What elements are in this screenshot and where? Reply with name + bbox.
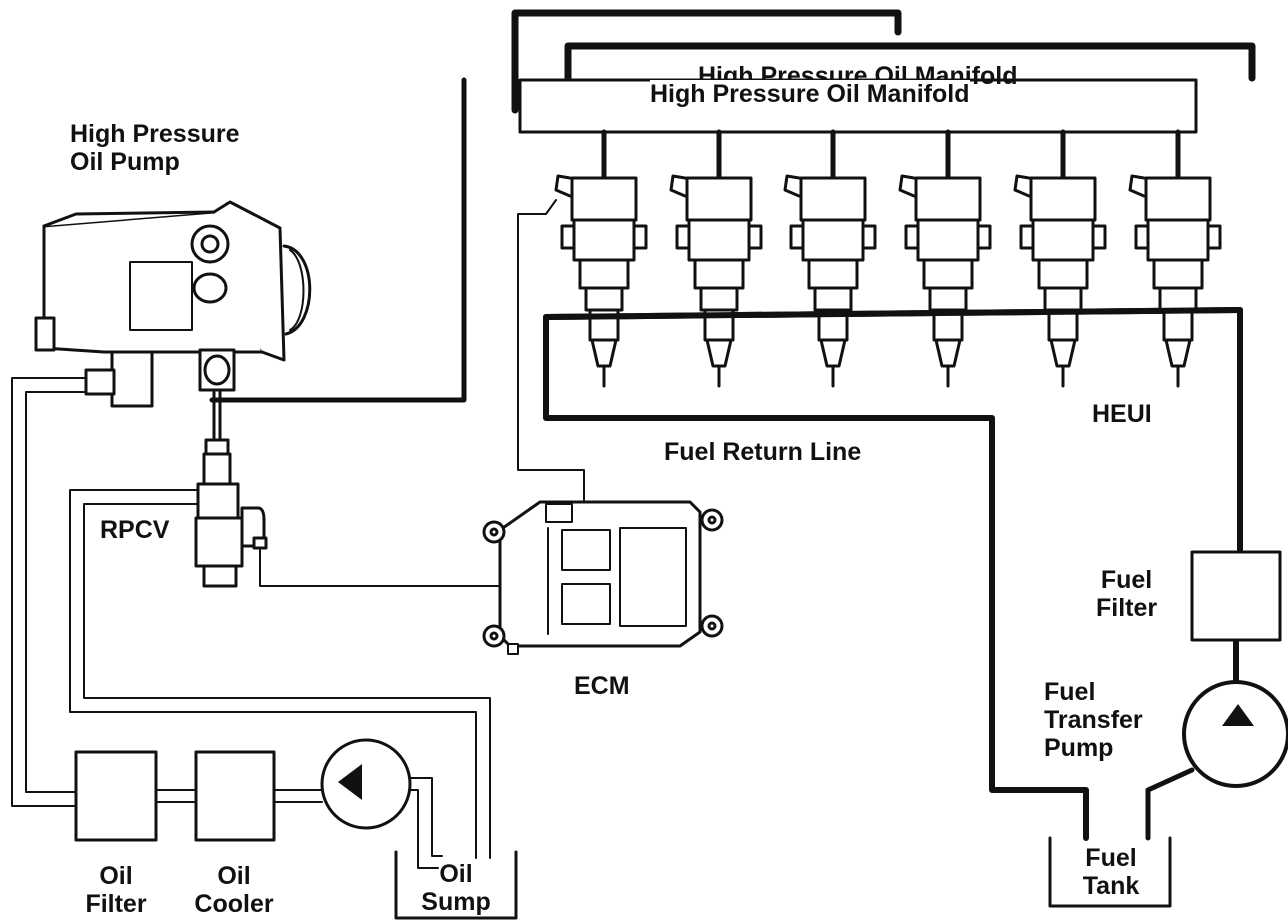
oil-lines-left [11, 377, 491, 869]
fuel-filter-label: Fuel Filter [1096, 566, 1157, 622]
high-pressure-oil-pump [34, 200, 312, 408]
fuel-filter [1190, 550, 1282, 642]
fuel-transfer-pump-label: Fuel Transfer Pump [1044, 678, 1143, 762]
injector-2 [669, 174, 763, 388]
oil-sump-label: Oil Sump [408, 860, 504, 916]
oil-cooler-label: Oil Cooler [186, 862, 282, 918]
oil-cooler-label-line1: Oil [217, 862, 251, 890]
injector-3 [783, 174, 877, 388]
fuel-return-rail [543, 307, 1243, 320]
ecm-wire-to-rpcv [259, 547, 501, 587]
fuel-tank [1048, 836, 1172, 908]
rpcv-valve [194, 482, 268, 588]
oil-cooler [194, 750, 276, 842]
oil-sump [394, 850, 518, 920]
fuel-filter-label-line1: Fuel [1100, 566, 1153, 594]
injector-1 [554, 174, 648, 388]
fuel-return-line-label: Fuel Return Line [664, 438, 862, 466]
fuel-pump-suction-line [1145, 767, 1195, 841]
fuel-transfer-pump-label-line1: Fuel [1044, 678, 1096, 706]
fuel-transfer-pump-symbol [1182, 680, 1288, 788]
injector-4 [898, 174, 992, 388]
oil-pump-label-line1: High Pressure [70, 120, 240, 148]
fuel-tank-label-line1: Fuel [1085, 844, 1137, 872]
oil-sump-label-line2: Sump [421, 888, 491, 916]
high-pressure-oil-line [209, 77, 467, 403]
ecm-module [482, 500, 724, 655]
ecm-label: ECM [574, 672, 630, 700]
manifold-back [511, 9, 902, 114]
oil-filter-label: Oil Filter [78, 862, 154, 918]
oil-filter-label-line2: Filter [85, 890, 147, 918]
manifold-back-rail [564, 42, 1256, 82]
fuel-tank-label-line2: Tank [1082, 872, 1140, 900]
manifold-drops [601, 129, 1181, 181]
oil-pump-label-line2: Oil Pump [70, 148, 180, 176]
ecm-wire-to-injectors [517, 199, 585, 501]
oil-pump-label: High Pressure Oil Pump [70, 120, 240, 176]
fuel-tank-label: Fuel Tank [1076, 844, 1146, 900]
fuel-transfer-pump-label-line2: Transfer [1044, 706, 1143, 734]
rpcv-stem [202, 390, 232, 486]
fuel-transfer-pump-label-line3: Pump [1044, 734, 1114, 762]
injector-6 [1128, 174, 1222, 388]
oil-cooler-label-line2: Cooler [194, 890, 274, 918]
fuel-filter-label-line2: Filter [1096, 594, 1158, 622]
injector-5 [1013, 174, 1107, 388]
oil-filter [74, 750, 158, 842]
oil-pump-symbol [320, 738, 412, 830]
oil-sump-label-line1: Oil [439, 860, 473, 888]
injector-row [554, 174, 1222, 388]
manifold-front-label: High Pressure Oil Manifold [650, 80, 970, 108]
oil-filter-label-line1: Oil [99, 862, 133, 890]
heui-label: HEUI [1092, 400, 1152, 428]
rpcv-label: RPCV [100, 516, 170, 544]
